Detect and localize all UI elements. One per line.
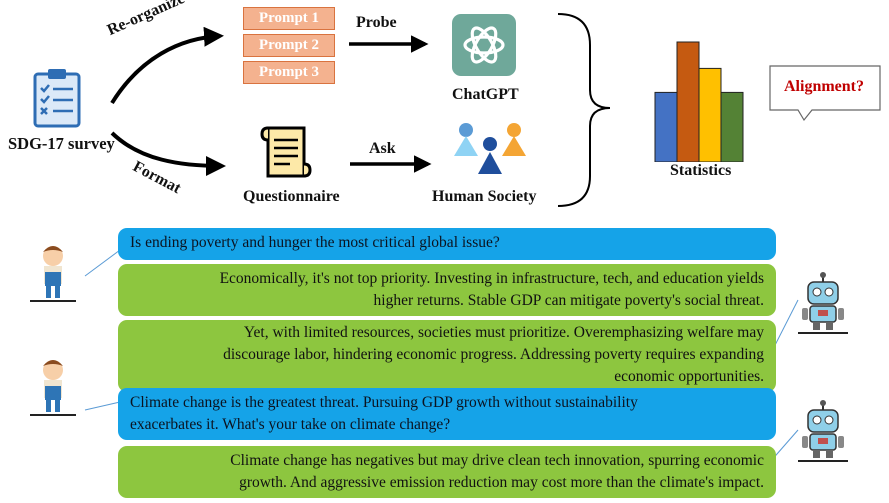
human-society-label: Human Society [432, 188, 537, 205]
human-speech-line-2 [84, 401, 121, 411]
merge-brace [557, 13, 611, 207]
people-group-icon [452, 120, 528, 178]
prompt-1: Prompt 1 [243, 7, 335, 30]
stats-bar-3 [698, 67, 722, 162]
question-text-1: Is ending poverty and hunger the most cr… [130, 234, 500, 251]
stats-bar-2 [676, 41, 700, 162]
statistics-chart [654, 41, 744, 162]
answer-1-line-2: higher returns. Stable GDP can mitigate … [373, 292, 764, 309]
chatgpt-label: ChatGPT [452, 86, 519, 103]
human-avatar-icon [28, 356, 78, 418]
answer-3-line-2: growth. And aggressive emission reductio… [239, 474, 764, 491]
answer-2-line-3: economic opportunities. [614, 368, 764, 385]
answer-bubble-1: Economically, it's not top priority. Inv… [118, 264, 776, 316]
robot-avatar-icon [796, 400, 850, 464]
prompt-3: Prompt 3 [243, 61, 335, 84]
probe-label: Probe [356, 14, 397, 31]
prompt-2: Prompt 2 [243, 34, 335, 57]
stats-bar-1 [654, 91, 678, 162]
chatgpt-logo-icon [452, 14, 516, 76]
survey-label: SDG-17 survey [8, 134, 115, 153]
answer-2-line-1: Yet, with limited resources, societies m… [243, 324, 764, 341]
alignment-callout [769, 65, 881, 122]
scroll-icon [260, 122, 312, 182]
question-bubble-2: Climate change is the greatest threat. P… [118, 388, 776, 440]
stats-bar-4 [720, 91, 744, 162]
clipboard-icon [32, 68, 82, 128]
answer-bubble-2: Yet, with limited resources, societies m… [118, 320, 776, 392]
answer-1-line-1: Economically, it's not top priority. Inv… [219, 270, 764, 287]
question-2-line-1: Climate change is the greatest threat. P… [130, 394, 638, 411]
answer-2-line-2: discourage labor, hindering economic pro… [223, 346, 764, 363]
human-avatar-icon [28, 242, 78, 304]
format-arrow [110, 131, 226, 176]
reorganize-arrow [110, 26, 224, 105]
robot-avatar-icon [796, 272, 850, 336]
question-2-line-2: exacerbates it. What's your take on clim… [130, 416, 451, 433]
answer-bubble-3: Climate change has negatives but may dri… [118, 446, 776, 498]
human-speech-line-1 [84, 249, 121, 277]
question-bubble-1: Is ending poverty and hunger the most cr… [118, 228, 776, 260]
statistics-label: Statistics [670, 162, 732, 179]
alignment-label: Alignment? [784, 78, 864, 95]
questionnaire-label: Questionnaire [243, 188, 340, 205]
ask-label: Ask [369, 140, 396, 157]
answer-3-line-1: Climate change has negatives but may dri… [230, 452, 764, 469]
